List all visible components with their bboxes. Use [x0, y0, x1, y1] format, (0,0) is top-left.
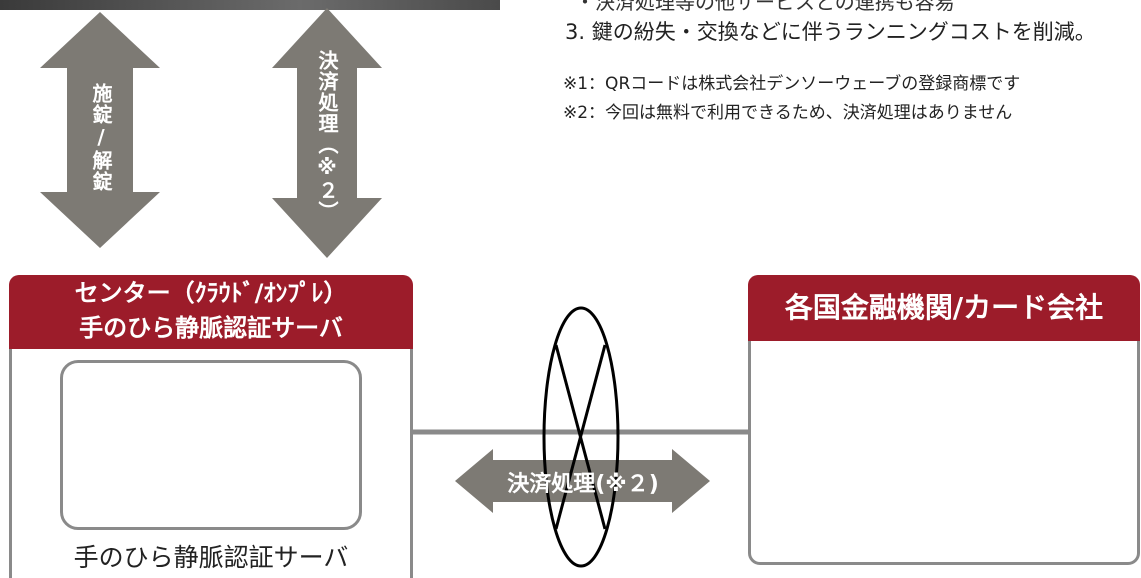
lock-unlock-arrow [40, 12, 160, 248]
server-icon-frame [60, 360, 362, 530]
payment-vertical-label: 決済処理（※２） [315, 50, 339, 222]
db-locker-label: ﾛｯｶｰ管理 [244, 487, 316, 508]
footnote-2: ※2：今回は無料で利用できるため、決済処理はありません [563, 103, 1013, 123]
financial-panel-title: 各国金融機関/カード会社 [748, 275, 1140, 341]
center-panel-title: センター（ｸﾗｳﾄﾞ/ｵﾝﾌﾟﾚ） 手のひら静脈認証サーバ [9, 275, 413, 349]
lock-unlock-label: 施錠/解錠 [89, 82, 113, 192]
footnote-1: ※1：QRコードは株式会社デンソーウェーブの登録商標です [563, 74, 1021, 94]
payment-vertical-arrow [272, 8, 382, 258]
center-title-line-1: センター（ｸﾗｳﾄﾞ/ｵﾝﾌﾟﾚ） [74, 279, 348, 307]
payment-horizontal-label: 決済処理(※２) [507, 472, 659, 497]
top-photo-strip [0, 0, 500, 10]
payment-horizontal-arrow [455, 449, 710, 513]
db-biometric-label: 生体情報 [188, 410, 260, 431]
cut-off-note-line: ・決済処理等の他サービスとの連携も容易 [575, 0, 955, 12]
db-payment-id-label: 決済ID [116, 487, 175, 508]
bank-sign-text: BANK [1006, 450, 1017, 494]
center-title-line-2: 手のひら静脈認証サーバ [79, 314, 343, 342]
prohibition-mark [542, 306, 620, 568]
server-caption: 手のひら静脈認証サーバ [73, 543, 349, 572]
note-item-3: 3. 鍵の紛失・交換などに伴うランニングコストを削減。 [565, 20, 1096, 44]
